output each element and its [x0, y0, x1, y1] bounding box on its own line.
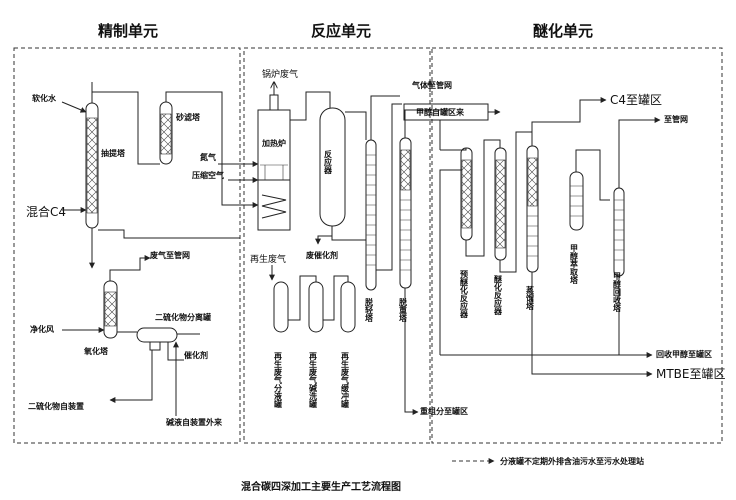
label-c8-tank: 重组分至罐区	[420, 406, 468, 416]
label-soft-water: 软化水	[32, 93, 57, 103]
label-regen-buffer-tank: 再生废气缓冲罐	[340, 352, 350, 409]
label-regen-gas: 再生废气	[250, 253, 286, 265]
label-c4-to-tank: C4至罐区	[610, 93, 662, 107]
label-heating-furnace: 加热炉	[261, 138, 286, 148]
label-heavy-tower: 脱重塔	[398, 297, 408, 323]
label-reactor: 反应器	[323, 149, 333, 175]
label-boiler-flue: 锅炉废气	[262, 68, 298, 80]
distill-tower	[526, 145, 539, 273]
section-title-reaction: 反应单元	[311, 22, 371, 40]
heating-furnace	[257, 94, 291, 231]
label-caustic: 碱液自装置外来	[166, 417, 223, 427]
label-purified-air: 净化风	[30, 324, 54, 334]
light-tower	[365, 139, 377, 291]
section-title-ether: 醚化单元	[533, 22, 593, 40]
oxidation-tower	[103, 280, 118, 339]
label-extract-tower: 抽提塔	[101, 148, 126, 158]
extract-tower	[85, 102, 99, 229]
regen-sep-tank	[273, 281, 289, 333]
label-mtbe-to-tank: MTBE至罐区	[656, 367, 726, 381]
heavy-tower	[399, 137, 412, 289]
label-spent-catalyst: 废催化剂	[306, 250, 338, 260]
label-sand-filter: 砂滤塔	[175, 112, 201, 122]
regen-wash-tank	[308, 281, 324, 333]
sand-filter	[159, 101, 173, 165]
label-disulfide-unit: 二硫化物自装置	[28, 401, 84, 411]
label-oxidation-tower: 氧化塔	[83, 346, 109, 356]
label-methanol-recovery: 甲醇回收塔	[612, 272, 622, 313]
label-methanol-from-tank: 甲醇自罐区来	[416, 107, 465, 117]
section-title-refine: 精制单元	[98, 22, 158, 40]
methanol-extract-tower	[569, 171, 584, 231]
legend-text: 分液罐不定期外排含油污水至污水处理站	[500, 456, 644, 466]
label-flue-to-pipe: 废气至管网	[150, 250, 190, 260]
label-regen-sep-tank: 再生废气分液罐	[274, 352, 283, 409]
methanol-recovery-tower	[613, 187, 625, 277]
regen-buffer-tank	[340, 281, 356, 333]
label-mix-c4: 混合C4	[26, 204, 66, 219]
label-regen-wash-tank: 再生废气碱洗罐	[309, 352, 318, 409]
refine-unit-boundary	[13, 47, 241, 444]
label-pre-ether-reactor: 预醚化反应器	[459, 269, 469, 319]
label-catalyst: 催化剂	[184, 350, 208, 360]
diagram-caption: 混合碳四深加工主要生产工艺流程图	[241, 480, 401, 493]
label-ether-reactor: 醚化反应器	[493, 274, 503, 316]
disulfide-separator	[136, 327, 178, 351]
label-compressed-air: 压缩空气	[192, 170, 224, 180]
reaction-unit-boundary	[243, 47, 431, 444]
label-gas-to-pipe: 气体至管网	[411, 80, 452, 90]
label-recycle-methanol: 回收甲醇至罐区	[656, 349, 712, 359]
ether-reactor	[494, 147, 507, 261]
label-nitrogen: 氮气	[200, 152, 216, 162]
label-light-tower: 脱轻塔	[364, 297, 374, 323]
label-disulfide-sep: 二硫化物分离罐	[155, 312, 211, 322]
label-distill-tower: 蒸馏塔	[525, 285, 535, 311]
label-methanol-extract: 甲醇萃取塔	[569, 244, 579, 285]
label-to-pipe: 至管网	[664, 114, 688, 124]
ether-unit-boundary	[431, 47, 723, 444]
pre-ether-reactor	[460, 147, 473, 241]
